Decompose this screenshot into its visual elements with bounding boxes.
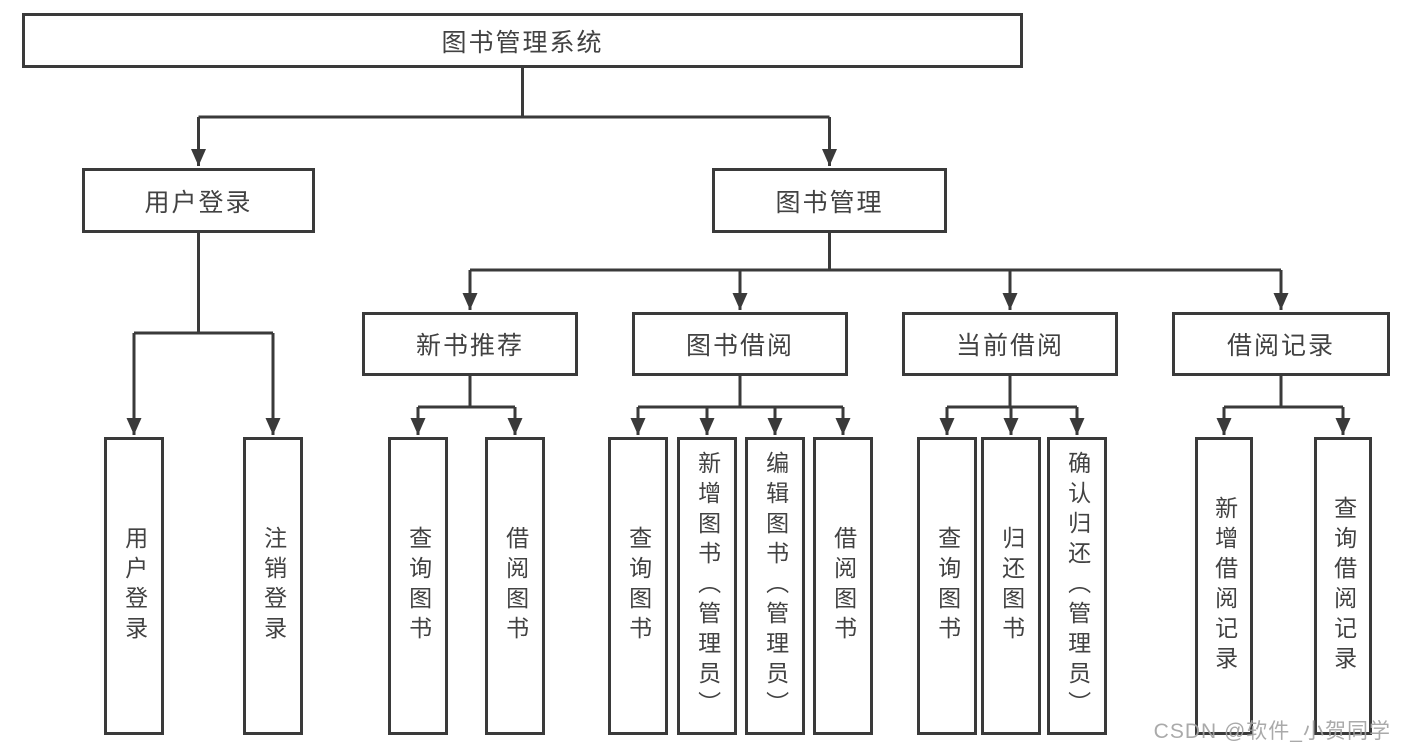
leaf-bb-add-book: 新增图书（管理员） xyxy=(677,437,737,735)
leaf-user-login: 用户登录 xyxy=(104,437,164,735)
leaf-bb-add-book-label: 新增图书（管理员） xyxy=(694,451,721,721)
leaf-logout-label: 注销登录 xyxy=(260,526,287,646)
node-current-borrow: 当前借阅 xyxy=(902,312,1118,376)
node-current-borrow-label: 当前借阅 xyxy=(955,332,1064,360)
node-book-mgmt-label: 图书管理 xyxy=(775,188,884,217)
node-book-borrow-label: 图书借阅 xyxy=(685,332,794,360)
leaf-cb-return-book: 归还图书 xyxy=(981,437,1041,735)
node-root: 图书管理系统 xyxy=(22,13,1023,68)
connector-new-book-rec-rail xyxy=(418,376,515,409)
node-new-book-rec: 新书推荐 xyxy=(362,312,578,376)
csdn-watermark: CSDN @软件_小贺同学 xyxy=(1153,720,1391,743)
leaf-bb-borrow-book-label: 借阅图书 xyxy=(830,526,857,646)
leaf-rec-query-book: 查询图书 xyxy=(388,437,448,735)
connector-user-login-rail xyxy=(134,233,273,335)
connector-borrow-record-rail xyxy=(1224,376,1343,409)
leaf-br-query-record: 查询借阅记录 xyxy=(1314,437,1372,735)
leaf-cb-query-book-label: 查询图书 xyxy=(934,526,961,646)
leaf-br-query-record-label: 查询借阅记录 xyxy=(1330,496,1357,676)
leaf-bb-query-book-label: 查询图书 xyxy=(625,526,652,646)
leaf-user-login-label: 用户登录 xyxy=(121,526,148,646)
connector-book-borrow-rail xyxy=(638,376,843,409)
node-book-borrow: 图书借阅 xyxy=(632,312,848,376)
connector-current-borrow-rail xyxy=(947,376,1077,409)
leaf-bb-edit-book: 编辑图书（管理员） xyxy=(745,437,805,735)
node-book-mgmt: 图书管理 xyxy=(712,168,947,233)
node-borrow-record: 借阅记录 xyxy=(1172,312,1390,376)
node-borrow-record-label: 借阅记录 xyxy=(1226,332,1335,360)
leaf-rec-query-book-label: 查询图书 xyxy=(405,526,432,646)
leaf-logout: 注销登录 xyxy=(243,437,303,735)
leaf-cb-confirm-return-label: 确认归还（管理员） xyxy=(1064,451,1091,721)
connector-book-mgmt-rail xyxy=(470,233,1281,272)
leaf-rec-borrow-book-label: 借阅图书 xyxy=(502,526,529,646)
leaf-bb-borrow-book: 借阅图书 xyxy=(813,437,873,735)
leaf-bb-query-book: 查询图书 xyxy=(608,437,668,735)
leaf-cb-confirm-return: 确认归还（管理员） xyxy=(1047,437,1107,735)
node-new-book-rec-label: 新书推荐 xyxy=(415,332,524,360)
node-user-login: 用户登录 xyxy=(82,168,315,233)
leaf-cb-return-book-label: 归还图书 xyxy=(998,526,1025,646)
node-root-label: 图书管理系统 xyxy=(441,28,604,57)
connector-root-rail xyxy=(198,68,830,119)
leaf-rec-borrow-book: 借阅图书 xyxy=(485,437,545,735)
leaf-cb-query-book: 查询图书 xyxy=(917,437,977,735)
leaf-bb-edit-book-label: 编辑图书（管理员） xyxy=(762,451,789,721)
node-user-login-label: 用户登录 xyxy=(144,188,253,217)
leaf-br-add-record-label: 新增借阅记录 xyxy=(1211,496,1238,676)
leaf-br-add-record: 新增借阅记录 xyxy=(1195,437,1253,735)
